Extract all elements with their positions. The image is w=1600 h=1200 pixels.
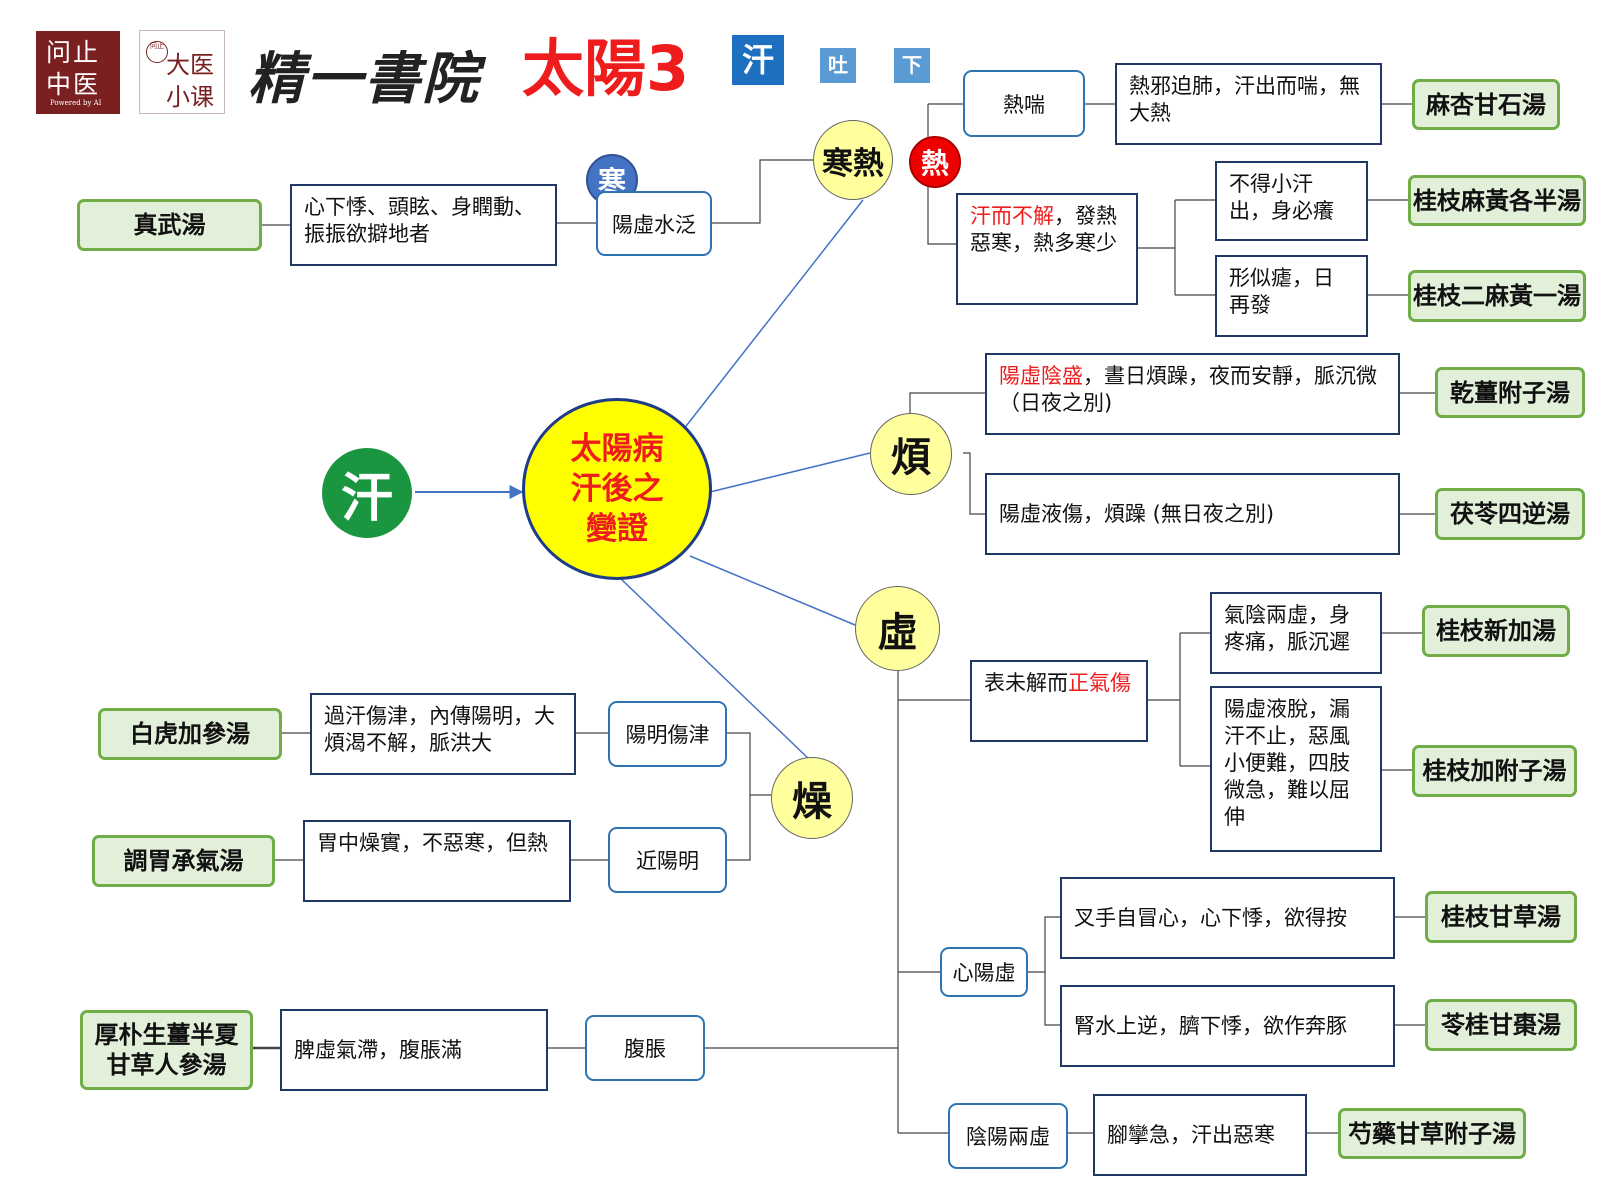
desc-ganjiang-rest: ，晝日煩躁，夜而安靜，脈沉微（日夜之別) bbox=[999, 364, 1377, 415]
formula-baihu-jia-shen: 白虎加參湯 bbox=[98, 708, 282, 760]
desc-sweat-unresolved: 汗而不解，發熱惡寒，熱多寒少 bbox=[956, 193, 1138, 305]
logo-tagline: Powered by AI bbox=[50, 99, 102, 107]
node-yangming-fluid-injury: 陽明傷津 bbox=[608, 701, 727, 767]
branch-cold-heat-label: 寒熱 bbox=[822, 145, 884, 182]
desc-sweat-unresolved-red: 汗而不解 bbox=[970, 204, 1054, 228]
desc-ganjiang-fuzi: 陽虛陰盛，晝日煩躁，夜而安靜，脈沉微（日夜之別) bbox=[985, 353, 1400, 435]
desc-spleen-qi-stagnation: 脾虛氣滯，腹脹滿 bbox=[280, 1009, 548, 1091]
desc-foot-cramp: 腳攣急，汗出惡寒 bbox=[1093, 1094, 1307, 1176]
desc-kidney-water: 腎水上逆，臍下悸，欲作奔豚 bbox=[1060, 985, 1395, 1067]
formula-ganjiang-fuzi: 乾薑附子湯 bbox=[1435, 367, 1585, 418]
hub-line-2: 汗後之 bbox=[570, 471, 664, 507]
desc-itch: 不得小汗出，身必癢 bbox=[1215, 161, 1368, 241]
formula-zhenwu: 真武湯 bbox=[77, 199, 262, 251]
desc-baihu: 過汗傷津，內傳陽明，大煩渴不解，脈洪大 bbox=[310, 693, 576, 775]
wenzhi-logo: 问止 中医 Powered by AI bbox=[36, 31, 120, 114]
formula-guizhi-jia-fuzi: 桂枝加附子湯 bbox=[1412, 745, 1577, 797]
desc-zhenwu: 心下悸、頭眩、身瞤動、振振欲擗地者 bbox=[290, 184, 557, 266]
logo-line-1: 问止 bbox=[46, 38, 101, 67]
desc-hands-over-heart: 叉手自冒心，心下悸，欲得按 bbox=[1060, 877, 1395, 959]
desc-sweat-unresolved-rest: ，發熱惡寒，熱多寒少 bbox=[970, 204, 1117, 255]
page-title: 太陽3 bbox=[522, 32, 690, 105]
desc-exterior-red: 正氣傷 bbox=[1068, 671, 1131, 695]
desc-yang-deficiency-leak: 陽虛液脫，漏汗不止，惡風小便難，四肢微急，難以屈伸 bbox=[1210, 686, 1382, 852]
desc-exterior-unresolved: 表未解而正氣傷 bbox=[970, 660, 1148, 742]
node-yang-deficiency-water: 陽虛水泛 bbox=[596, 191, 712, 256]
formula-houpu-shengjiang: 厚朴生薑半夏甘草人參湯 bbox=[80, 1010, 253, 1090]
branch-dryness-label: 燥 bbox=[792, 779, 832, 825]
desc-stomach-dry: 胃中燥實，不惡寒，但熱 bbox=[303, 820, 571, 902]
desc-malaria-like: 形似瘧，日再發 bbox=[1215, 255, 1368, 337]
desc-fuling-sini: 陽虛液傷，煩躁 (無日夜之別) bbox=[985, 473, 1400, 555]
dayi-xiaoke-logo: 问止 大医 小课 bbox=[139, 30, 225, 114]
hub-line-1: 太陽病 bbox=[570, 431, 664, 467]
node-heart-yang-deficiency: 心陽虛 bbox=[940, 947, 1028, 997]
formula-guizhi-er-mahuang-yi: 桂枝二麻黃一湯 bbox=[1408, 270, 1586, 322]
logo-seal: 问止 bbox=[146, 41, 168, 63]
node-yin-yang-deficiency: 陰陽兩虛 bbox=[948, 1103, 1068, 1169]
start-node-label: 汗 bbox=[340, 468, 393, 529]
logo-line-2: 小课 bbox=[166, 83, 214, 111]
node-heat-wheeze: 熱喘 bbox=[963, 70, 1085, 137]
formula-linggui-ganzao: 苓桂甘棗湯 bbox=[1425, 999, 1577, 1051]
formula-guizhi-gancao: 桂枝甘草湯 bbox=[1425, 891, 1577, 943]
branch-vexation-label: 煩 bbox=[891, 435, 931, 481]
branch-vexation: 煩 bbox=[870, 413, 952, 495]
desc-qi-yin-deficiency: 氣陰兩虛，身疼痛，脈沉遲 bbox=[1210, 592, 1382, 674]
node-near-yangming: 近陽明 bbox=[608, 827, 727, 893]
formula-fuling-sini: 茯苓四逆湯 bbox=[1435, 488, 1585, 540]
desc-maxing: 熱邪迫肺，汗出而喘，無大熱 bbox=[1115, 63, 1382, 145]
formula-guizhi-xinjia: 桂枝新加湯 bbox=[1422, 605, 1570, 657]
branch-cold-heat: 寒熱 bbox=[813, 120, 893, 200]
logo-line-2: 中医 bbox=[46, 70, 101, 99]
branch-dryness: 燥 bbox=[771, 757, 853, 839]
desc-yang-deficiency-red: 陽虛陰盛 bbox=[999, 364, 1083, 388]
start-node-sweat: 汗 bbox=[322, 448, 412, 538]
chip-vomit: 吐 bbox=[820, 48, 856, 83]
desc-exterior-a: 表未解而 bbox=[984, 671, 1068, 695]
chip-purge: 下 bbox=[894, 48, 930, 83]
formula-maxing-ganshi: 麻杏甘石湯 bbox=[1412, 79, 1560, 130]
branch-deficiency-label: 虛 bbox=[877, 609, 918, 656]
hub-node: 太陽病 汗後之 變證 bbox=[522, 398, 712, 580]
hot-badge-label: 熱 bbox=[920, 147, 949, 180]
brand-name: 精一書院 bbox=[248, 46, 480, 112]
formula-tiaowei-chengqi: 調胃承氣湯 bbox=[92, 835, 275, 887]
hub-line-3: 變證 bbox=[586, 511, 648, 547]
formula-shaoyao-gancao-fuzi: 芍藥甘草附子湯 bbox=[1338, 1108, 1526, 1159]
chip-sweat: 汗 bbox=[732, 35, 784, 85]
logo-line-1: 大医 bbox=[166, 51, 214, 79]
hot-badge: 熱 bbox=[909, 136, 961, 188]
formula-guizhi-mahuang-half: 桂枝麻黃各半湯 bbox=[1408, 175, 1586, 226]
node-abdominal-distension: 腹脹 bbox=[585, 1015, 705, 1081]
branch-deficiency: 虛 bbox=[855, 586, 940, 671]
